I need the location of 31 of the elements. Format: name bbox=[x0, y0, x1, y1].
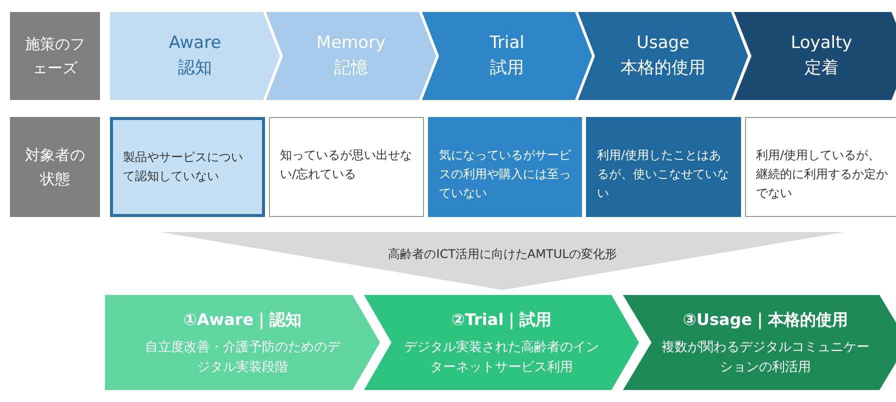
phase-subtitle: 認知 bbox=[178, 57, 212, 80]
funnel-label: 高齢者のICT活用に向けたAMTULの変化形 bbox=[388, 246, 617, 263]
status-text: 知っているが思い出せない/忘れている bbox=[280, 147, 413, 184]
status-text: 気になっているがサービスの利用や購入には至っていない bbox=[439, 147, 572, 202]
phase-name: Aware bbox=[168, 32, 222, 54]
status-text: 製品やサービスについて認知していない bbox=[123, 149, 244, 186]
phase-name: Usage bbox=[636, 32, 690, 54]
phase-subtitle: 本格的使用 bbox=[620, 57, 706, 80]
row-header bbox=[10, 12, 100, 100]
phase-subtitle: 試用 bbox=[490, 57, 524, 80]
status-box bbox=[110, 117, 265, 217]
phase-name: Loyalty bbox=[790, 32, 852, 54]
row-label: 施策のフェーズ bbox=[24, 34, 86, 79]
status-text: 利用/使用したことはあるが、使いこなせていない bbox=[597, 147, 730, 202]
status-text: 利用/使用しているが、継続的に利用するか定かでない bbox=[756, 147, 889, 202]
phase-name: Memory bbox=[316, 32, 386, 54]
stage-title: ②Trial｜試用 bbox=[451, 309, 552, 332]
stage-description: 自立度改善・介護予防のためのデジタル実装段階 bbox=[144, 339, 342, 376]
row-label: 対象者の状態 bbox=[24, 145, 86, 190]
phase-name: Trial bbox=[490, 32, 524, 54]
phase-subtitle: 定着 bbox=[804, 57, 838, 80]
stage-title: ③Usage｜本格的使用 bbox=[682, 309, 848, 332]
status-box bbox=[745, 117, 896, 217]
stage-description: デジタル実装された高齢者のインターネットサービス利用 bbox=[403, 339, 600, 376]
stage-description: 複数が関わるデジタルコミュニケーションの利活用 bbox=[660, 339, 870, 376]
status-box bbox=[586, 117, 741, 217]
status-box bbox=[428, 117, 582, 217]
phase-subtitle: 記憶 bbox=[334, 57, 368, 80]
row-header bbox=[10, 117, 100, 217]
stage-title: ①Aware｜認知 bbox=[183, 309, 302, 332]
status-box bbox=[269, 117, 424, 217]
